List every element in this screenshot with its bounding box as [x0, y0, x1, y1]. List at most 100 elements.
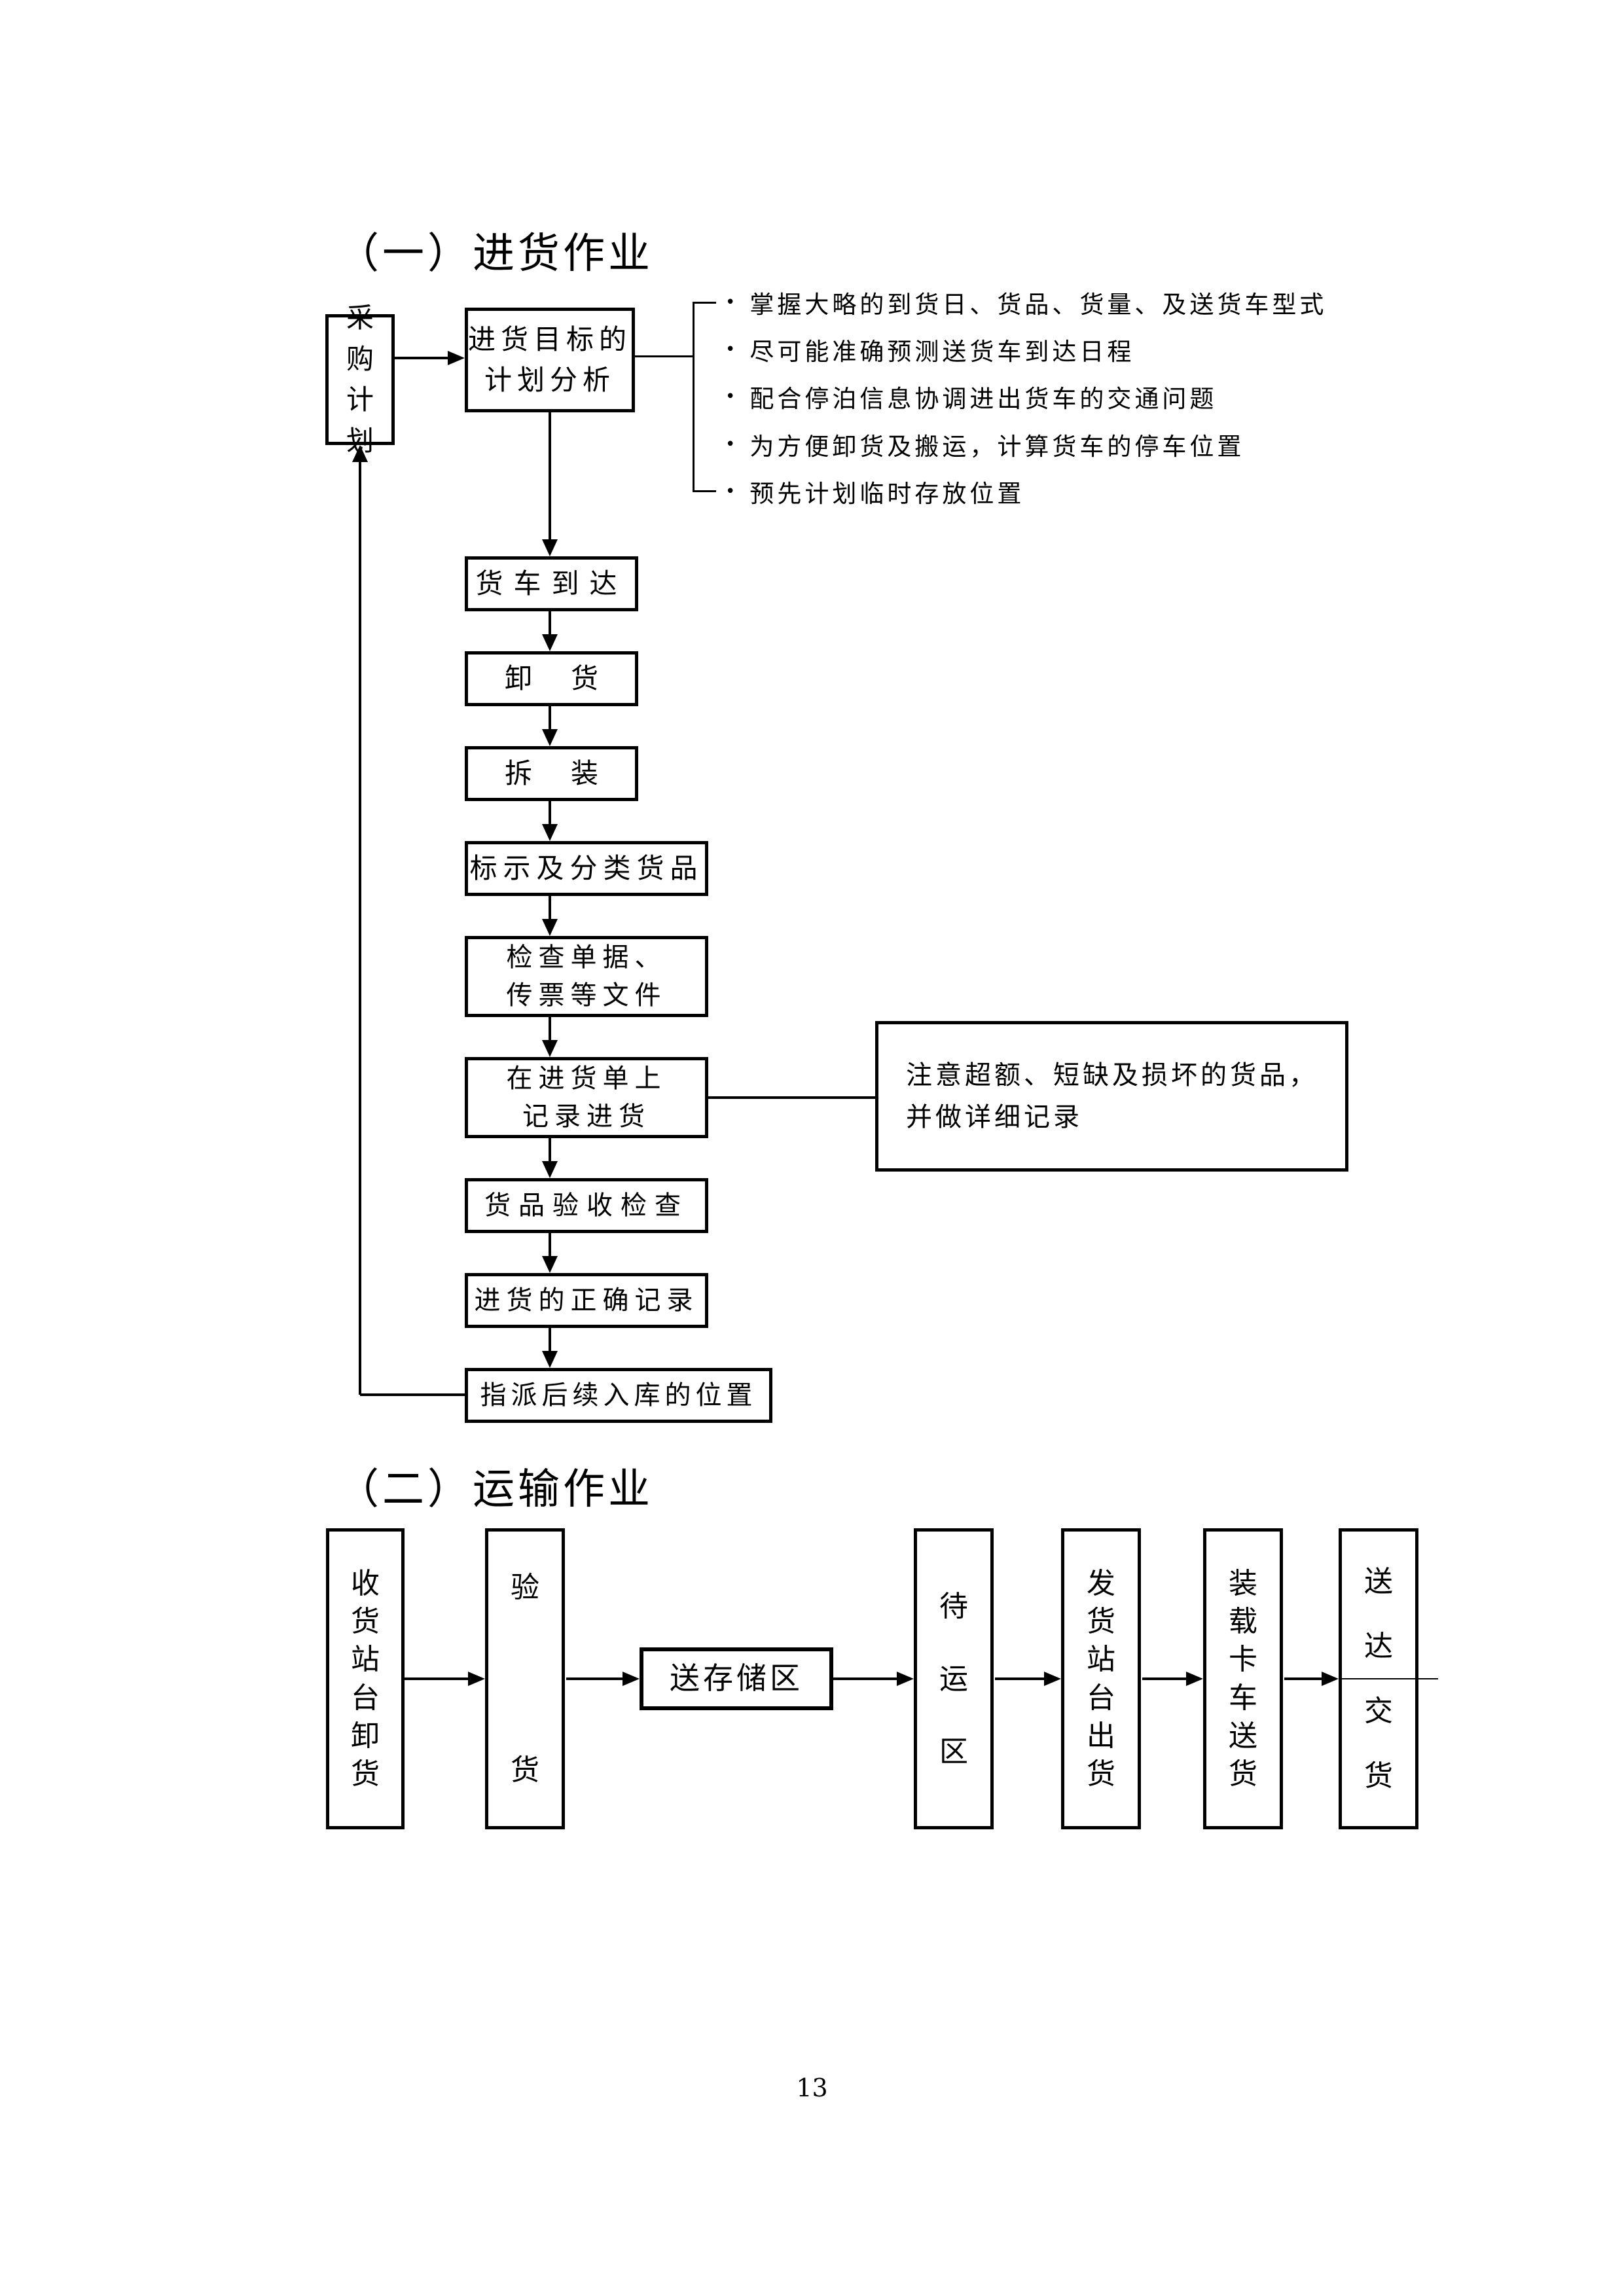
feedback-line-vertical [359, 462, 361, 1395]
feedback-line-horizontal [360, 1393, 466, 1396]
arrow-head-t1 [468, 1672, 485, 1686]
verify-char-bottom: 货 [511, 1753, 539, 1787]
arrow-head-to-unload [542, 634, 558, 651]
char: 站 [1087, 1643, 1115, 1677]
node-assign-location: 指派后续入库的位置 [465, 1368, 772, 1423]
char: 计 [346, 384, 374, 416]
bullet-dot-icon: • [725, 482, 736, 501]
bullet-item: • 为方便卸货及搬运，计算货车的停车位置 [725, 427, 1244, 461]
arrow-line-t4 [995, 1677, 1044, 1680]
section1-title: （一）进货作业 [337, 230, 653, 278]
arrow-line-to-inspection [549, 1138, 551, 1161]
verify-char-top: 验 [511, 1571, 539, 1604]
arrow-line-to-record-receipt [549, 1017, 551, 1040]
bullet-dot-icon: • [725, 387, 736, 406]
bullet-dot-icon: • [725, 435, 736, 454]
char: 出 [1087, 1719, 1115, 1753]
note-line1: 注意超额、短缺及损坏的货品， [906, 1060, 1318, 1090]
char: 卡 [1229, 1643, 1257, 1677]
arrow-line-t3 [833, 1677, 897, 1680]
bullet-item: • 掌握大略的到货日、货品、货量、及送货车型式 [725, 285, 1327, 319]
char: 货 [1087, 1757, 1115, 1791]
bullet-dot-icon: • [725, 340, 736, 359]
section2-title: （二）运输作业 [337, 1465, 653, 1514]
arrow-line-t6 [1284, 1677, 1322, 1680]
arrow-line-t5 [1142, 1677, 1186, 1680]
arrow-head-to-check-docs [542, 919, 558, 936]
bullet-text: 配合停泊信息协调进出货车的交通问题 [749, 385, 1218, 413]
feedback-arrow-head [352, 445, 368, 462]
char: 交 [1364, 1695, 1393, 1728]
arrow-head-to-assign-location [542, 1351, 558, 1368]
node-inspection: 货品验收检查 [465, 1178, 708, 1233]
char: 车 [1229, 1681, 1257, 1715]
char: 购 [346, 342, 374, 375]
arrow-line-to-assign-location [549, 1328, 551, 1351]
arrow-head-t4 [1044, 1672, 1061, 1686]
node-verify: 验 货 [485, 1528, 565, 1829]
bracket-vertical-line [693, 302, 695, 492]
arrow-line-to-correct-record [549, 1233, 551, 1256]
node-label-classify: 标示及分类货品 [465, 841, 708, 896]
record-receipt-line1: 在进货单上 [506, 1064, 667, 1094]
char: 货 [1087, 1605, 1115, 1639]
arrow-line-t2 [566, 1677, 623, 1680]
arrow-head-to-record-receipt [542, 1040, 558, 1057]
bullet-text: 为方便卸货及搬运，计算货车的停车位置 [749, 433, 1245, 461]
char: 卸 [351, 1719, 380, 1753]
char: 运 [939, 1662, 968, 1696]
node-shipping-dock: 发货站台出货 [1061, 1528, 1141, 1829]
arrow-line-purchase-to-target [394, 357, 448, 359]
char: 采 [346, 302, 374, 334]
char: 站 [351, 1643, 380, 1677]
char: 台 [1087, 1681, 1115, 1715]
char: 货 [351, 1605, 380, 1639]
node-note: 注意超额、短缺及损坏的货品， 并做详细记录 [875, 1021, 1348, 1172]
overshoot-line-delivery [1339, 1678, 1438, 1679]
bullet-item: • 配合停泊信息协调进出货车的交通问题 [725, 380, 1217, 414]
node-unload: 卸 货 [465, 651, 638, 706]
char: 装 [1229, 1567, 1257, 1600]
arrow-line-to-unload [549, 611, 551, 634]
char: 货 [1364, 1759, 1393, 1793]
char: 货 [351, 1757, 380, 1791]
arrow-head-to-inspection [542, 1161, 558, 1178]
arrow-head-t6 [1322, 1672, 1339, 1686]
char: 区 [939, 1734, 968, 1768]
char: 达 [1364, 1630, 1393, 1663]
arrow-line-t1 [405, 1677, 468, 1680]
node-truck-arrival: 货车到达 [465, 556, 638, 611]
arrow-line-to-truck-arrival [549, 412, 551, 539]
arrow-line-to-label-classify [549, 801, 551, 824]
bullet-text: 掌握大略的到货日、货品、货量、及送货车型式 [749, 291, 1327, 319]
unload-char-left: 卸 [505, 662, 533, 694]
bullet-text: 尽可能准确预测送货车到达日程 [749, 338, 1135, 366]
char: 发 [1087, 1567, 1115, 1600]
arrow-head-to-unpack [542, 729, 558, 746]
unpack-char-right: 装 [570, 757, 598, 789]
node-correct-record: 进货的正确记录 [465, 1273, 708, 1328]
node-check-docs: 检查单据、 传票等文件 [465, 936, 708, 1017]
arrow-head-t3 [897, 1672, 914, 1686]
char: 收 [351, 1567, 380, 1600]
record-receipt-line2: 记录进货 [522, 1102, 651, 1132]
arrow-head-to-truck-arrival [542, 539, 558, 556]
target-analysis-line2: 计划分析 [484, 364, 615, 396]
arrow-head-t5 [1186, 1672, 1203, 1686]
arrow-head-purchase-to-target [448, 351, 465, 365]
node-load-truck: 装载卡车送货 [1203, 1528, 1283, 1829]
node-staging-area: 待运区 [914, 1528, 994, 1829]
bullet-text: 预先计划临时存放位置 [749, 480, 1025, 508]
target-analysis-line1: 进货目标的 [468, 323, 632, 355]
node-unpack: 拆 装 [465, 746, 638, 801]
arrow-head-to-label-classify [542, 824, 558, 841]
arrow-line-to-check-docs [549, 896, 551, 919]
check-docs-line1: 检查单据、 [506, 942, 667, 973]
unload-char-right: 货 [570, 662, 598, 694]
arrow-head-to-correct-record [542, 1256, 558, 1273]
bracket-top-tick [693, 302, 716, 304]
connector-line-to-note [708, 1096, 875, 1099]
char: 台 [351, 1681, 380, 1715]
bracket-connector-line [635, 355, 694, 357]
